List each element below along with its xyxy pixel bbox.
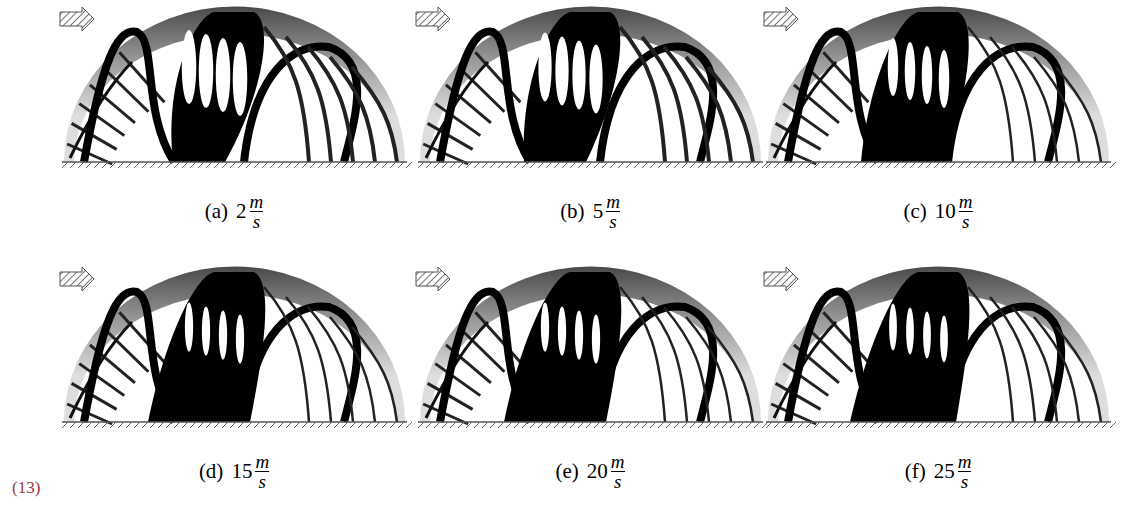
unit-numerator: m [606, 192, 620, 211]
panel-caption: (a) 2ms [205, 192, 264, 231]
panel-letter: (d) [199, 459, 224, 484]
unit-fraction: ms [611, 452, 625, 491]
unit-fraction: ms [606, 192, 620, 231]
unit-numerator: m [959, 192, 973, 211]
unit-fraction: ms [255, 452, 269, 491]
figure-number: (13) [12, 478, 40, 498]
panel-letter: (c) [903, 199, 926, 224]
unit-denominator: s [614, 472, 621, 491]
panel-caption: (e) 20ms [555, 452, 624, 491]
velocity-value: 20 [587, 459, 608, 484]
velocity-value: 25 [934, 459, 955, 484]
unit-numerator: m [255, 452, 269, 471]
unit-fraction: ms [959, 192, 973, 231]
unit-denominator: s [609, 212, 616, 231]
panel-caption: (c) 10ms [903, 192, 972, 231]
velocity-value: 15 [231, 459, 252, 484]
unit-denominator: s [962, 212, 969, 231]
unit-fraction: ms [250, 192, 264, 231]
unit-fraction: ms [958, 452, 972, 491]
velocity-value: 5 [593, 199, 604, 224]
panel-caption: (b) 5ms [560, 192, 620, 231]
velocity-value: 10 [935, 199, 956, 224]
unit-denominator: s [961, 472, 968, 491]
unit-denominator: s [259, 472, 266, 491]
panel-letter: (a) [205, 199, 228, 224]
panel-caption: (f) 25ms [905, 452, 972, 491]
unit-numerator: m [611, 452, 625, 471]
unit-numerator: m [958, 452, 972, 471]
panel-letter: (e) [555, 459, 578, 484]
panel-letter: (b) [560, 199, 585, 224]
panel-caption: (d) 15ms [199, 452, 269, 491]
velocity-value: 2 [236, 199, 247, 224]
panel-letter: (f) [905, 459, 926, 484]
unit-numerator: m [250, 192, 264, 211]
unit-denominator: s [253, 212, 260, 231]
